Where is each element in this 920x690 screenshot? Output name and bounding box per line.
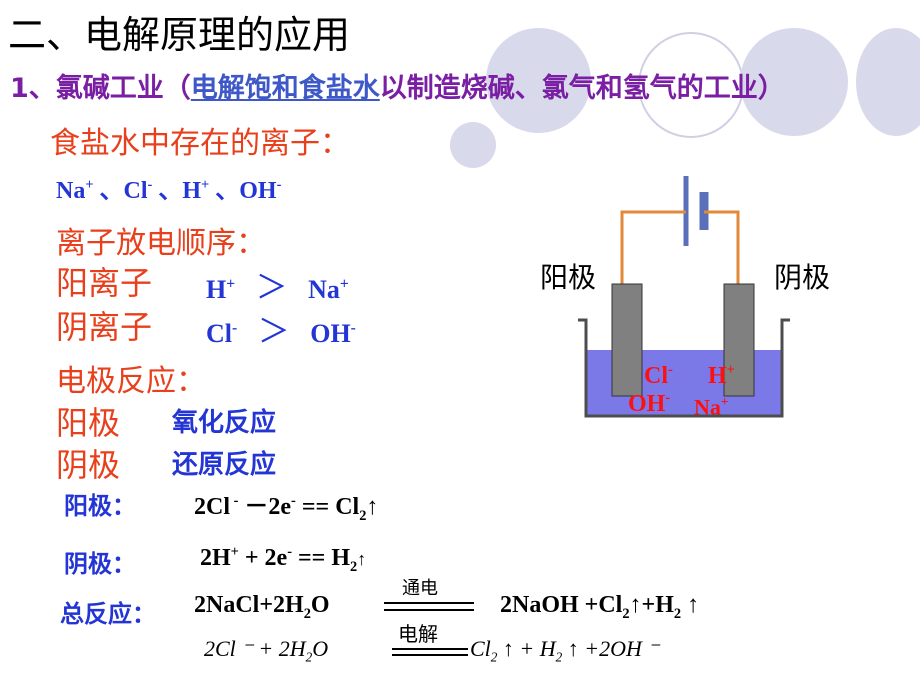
page-title: 二、电解原理的应用 xyxy=(8,13,351,57)
total-eq-condition: 通电 xyxy=(402,578,438,599)
subheading-link[interactable]: 电解饱和食盐水 xyxy=(190,73,380,104)
anode-label: 阳极 xyxy=(540,261,597,294)
decor-circle-4 xyxy=(856,28,920,136)
ionic-eq-condition: 电解 xyxy=(398,622,438,646)
cation-order: H+ ＞ Na+ xyxy=(206,269,349,305)
discharge-title: 离子放电顺序： xyxy=(56,226,266,261)
diagram-ion-na: Na+ xyxy=(694,394,729,420)
anode-eq-label: 阳极： xyxy=(64,492,136,520)
cathode-eq-label: 阴极： xyxy=(64,550,136,578)
anion-order: Cl- ＞ OH- xyxy=(206,313,356,349)
cathode-label: 阴极 xyxy=(774,261,831,294)
electrode-title: 电极反应： xyxy=(56,364,206,399)
anode-electrode xyxy=(611,283,643,397)
diagram-ion-h: H+ xyxy=(708,362,735,389)
cathode-row-label: 阴极 xyxy=(56,446,121,484)
total-eq-left: 2NaCl+2H2O xyxy=(194,592,330,622)
subheading: 1、氯碱工业（电解饱和食盐水以制造烧碱、氯气和氢气的工业） xyxy=(10,73,785,104)
ions-list: Na+ 、Cl- 、H+ 、OH- xyxy=(56,177,282,204)
anode-row-label: 阳极 xyxy=(56,404,121,442)
diagram-ion-cl: Cl- xyxy=(644,362,673,389)
ionic-eq-line-2 xyxy=(392,654,468,656)
total-eq-line-1 xyxy=(384,602,474,604)
cation-label: 阳离子 xyxy=(56,264,153,302)
decor-circle-5 xyxy=(450,122,496,168)
cathode-electrode xyxy=(723,283,755,397)
decor-circle-3 xyxy=(740,28,848,136)
electrolysis-diagram xyxy=(578,176,790,418)
ionic-eq-left: 2Cl ⁻ + 2H2O xyxy=(204,636,329,665)
anion-label: 阴离子 xyxy=(56,308,153,346)
total-eq-label: 总反应： xyxy=(60,600,156,628)
total-eq-line-2 xyxy=(384,609,474,611)
decor-circle-1 xyxy=(486,28,591,133)
ionic-eq-right: Cl2 ↑ + H2 ↑ +2OH ⁻ xyxy=(470,636,659,665)
cathode-equation: 2H+ + 2e- == H2↑ xyxy=(200,544,367,575)
beaker xyxy=(578,318,790,418)
cathode-row-value: 还原反应 xyxy=(172,450,277,480)
ionic-eq-line-1 xyxy=(392,648,468,650)
total-eq-right: 2NaOH +Cl2↑+H2 ↑ xyxy=(500,592,700,622)
anode-row-value: 氧化反应 xyxy=(172,408,277,438)
diagram-ion-oh: OH- xyxy=(628,390,671,417)
wire-cathode xyxy=(704,210,740,286)
wire-anode xyxy=(620,210,686,286)
anode-equation: 2Cl - －2e- == Cl2↑ xyxy=(194,493,379,524)
ions-title: 食盐水中存在的离子： xyxy=(50,126,350,161)
